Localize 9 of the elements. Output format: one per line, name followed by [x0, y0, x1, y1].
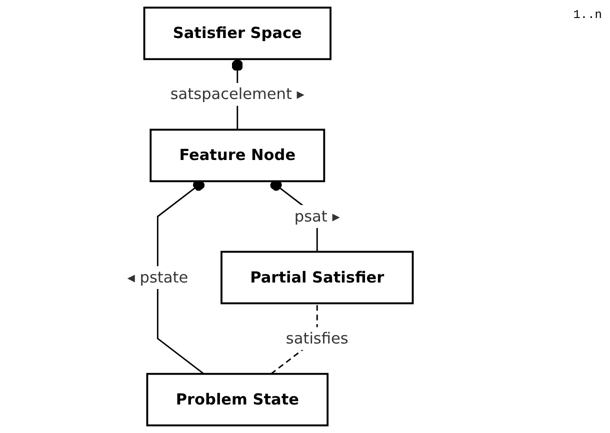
edge-label: ◂ pstate — [127, 268, 188, 286]
node-box: Partial Satisfier — [220, 250, 414, 304]
edge-label: satisfies — [286, 329, 348, 348]
node-box: Satisfier Space — [143, 6, 332, 60]
node-box: Problem State — [146, 372, 329, 426]
multiplicity-label: 1..n — [573, 8, 602, 22]
edge-label: satspacelement ▸ — [170, 84, 304, 104]
edge-label: psat ▸ — [294, 206, 340, 226]
node-box: Feature Node — [150, 128, 326, 182]
